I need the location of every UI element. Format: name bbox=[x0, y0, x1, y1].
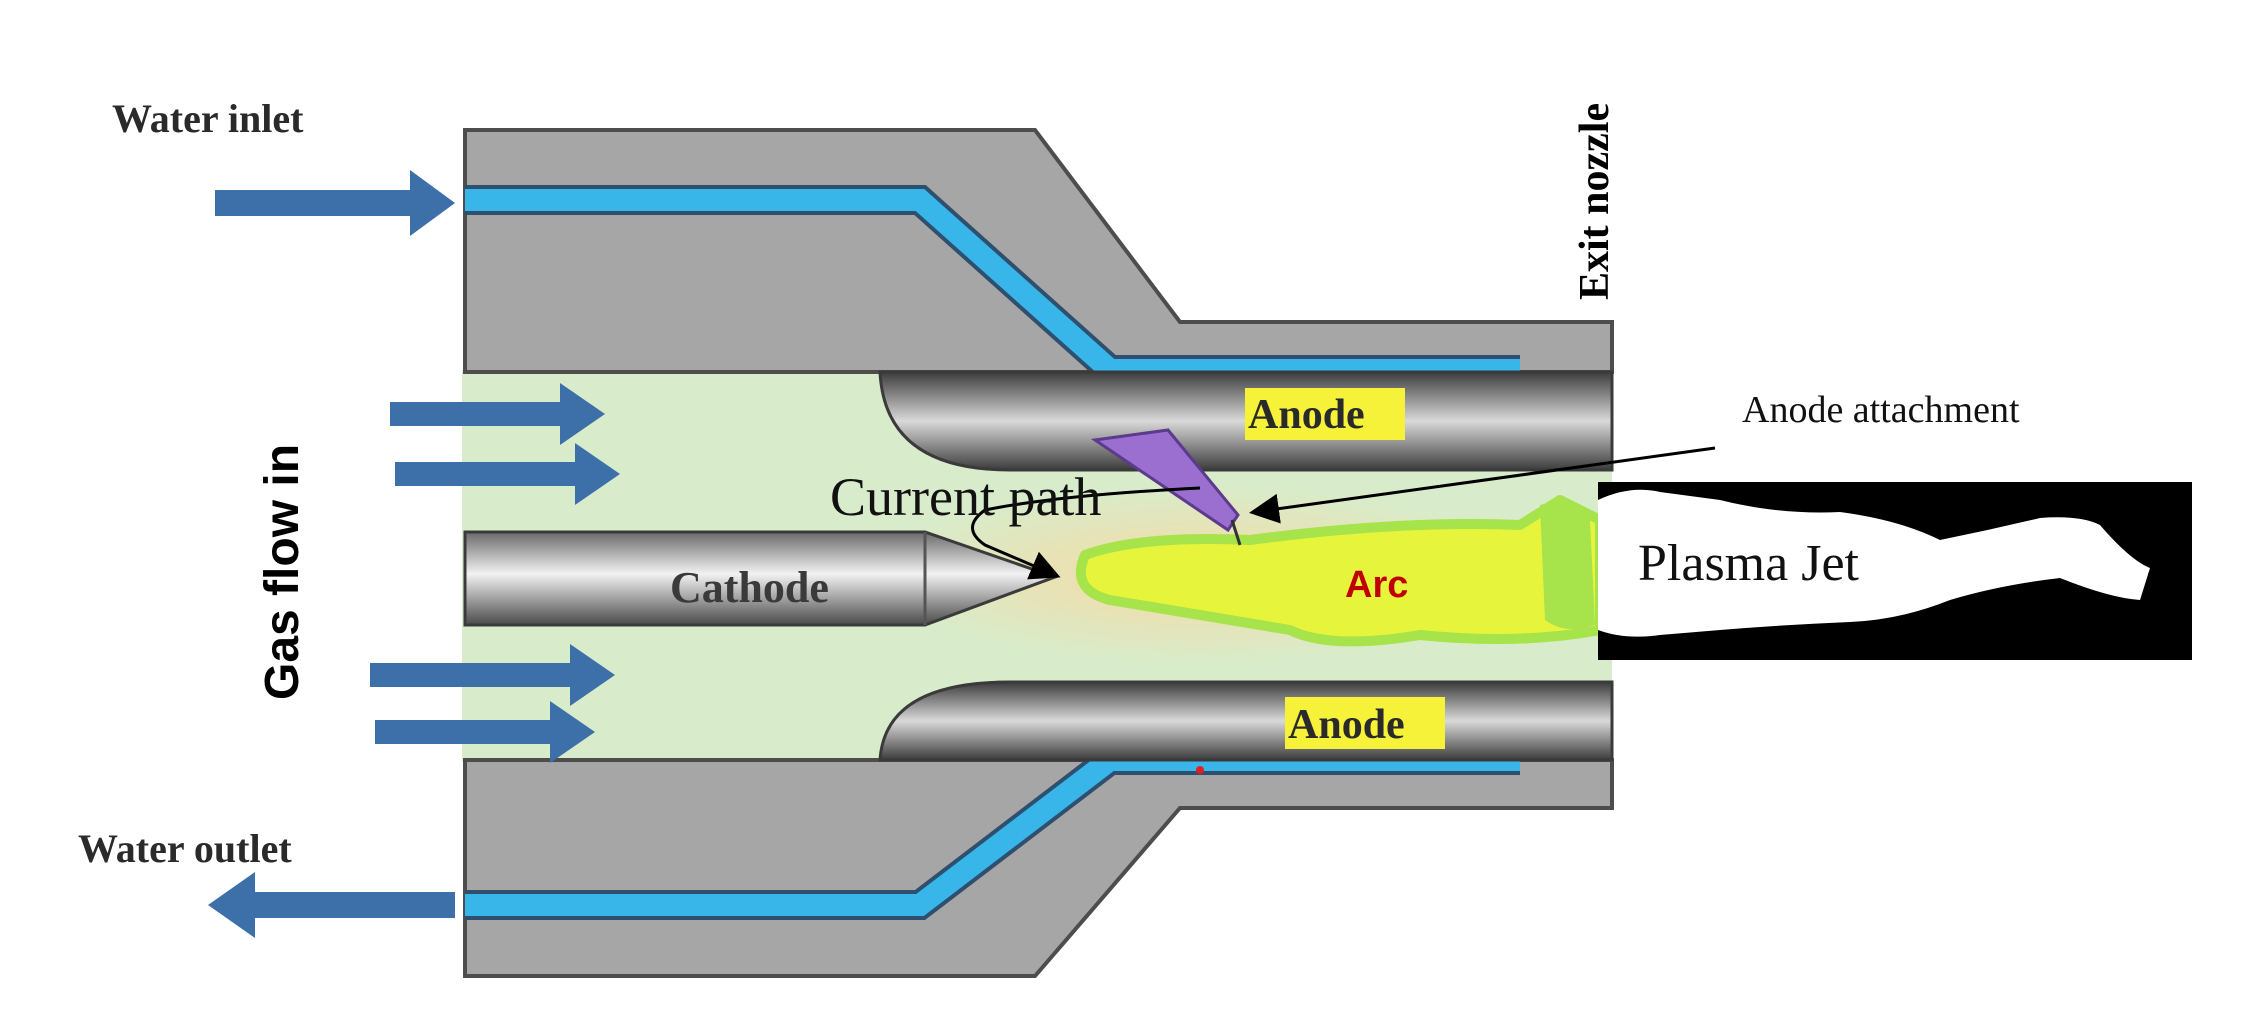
anode-label-bottom: Anode bbox=[1288, 702, 1405, 748]
plasma-jet-label: Plasma Jet bbox=[1638, 535, 1860, 592]
lower-anode bbox=[878, 680, 1614, 762]
water-outlet-arrow bbox=[208, 872, 455, 938]
current-path-label: Current path bbox=[830, 467, 1101, 527]
arc bbox=[1076, 495, 1605, 647]
upper-housing bbox=[463, 128, 1614, 374]
lower-housing bbox=[463, 758, 1614, 978]
gas-flow-arrows bbox=[370, 383, 620, 763]
anode-label-bg-top bbox=[1245, 388, 1405, 440]
anode-attachment-label: Anode attachment bbox=[1742, 389, 2020, 431]
anode-label-bg-bottom bbox=[1285, 697, 1445, 749]
water-outlet-label: Water outlet bbox=[78, 826, 292, 871]
arc-label: Arc bbox=[1345, 564, 1408, 606]
water-inlet-label: Water inlet bbox=[112, 96, 304, 141]
water-inlet-arrow bbox=[215, 170, 455, 236]
plasma-jet bbox=[1598, 489, 2150, 637]
gas-flow-in-label: Gas flow in bbox=[256, 444, 309, 700]
current-path-arrow bbox=[971, 486, 1201, 580]
cathode-label: Cathode bbox=[670, 563, 829, 612]
anode-attachment-electrode bbox=[1090, 428, 1240, 533]
marker-dot bbox=[1196, 766, 1204, 774]
exit-nozzle-label: Exit nozzle bbox=[1572, 103, 1618, 300]
cathode bbox=[463, 530, 1060, 627]
anode-attachment-leader bbox=[1249, 446, 1716, 524]
anode-label-top: Anode bbox=[1248, 392, 1365, 438]
